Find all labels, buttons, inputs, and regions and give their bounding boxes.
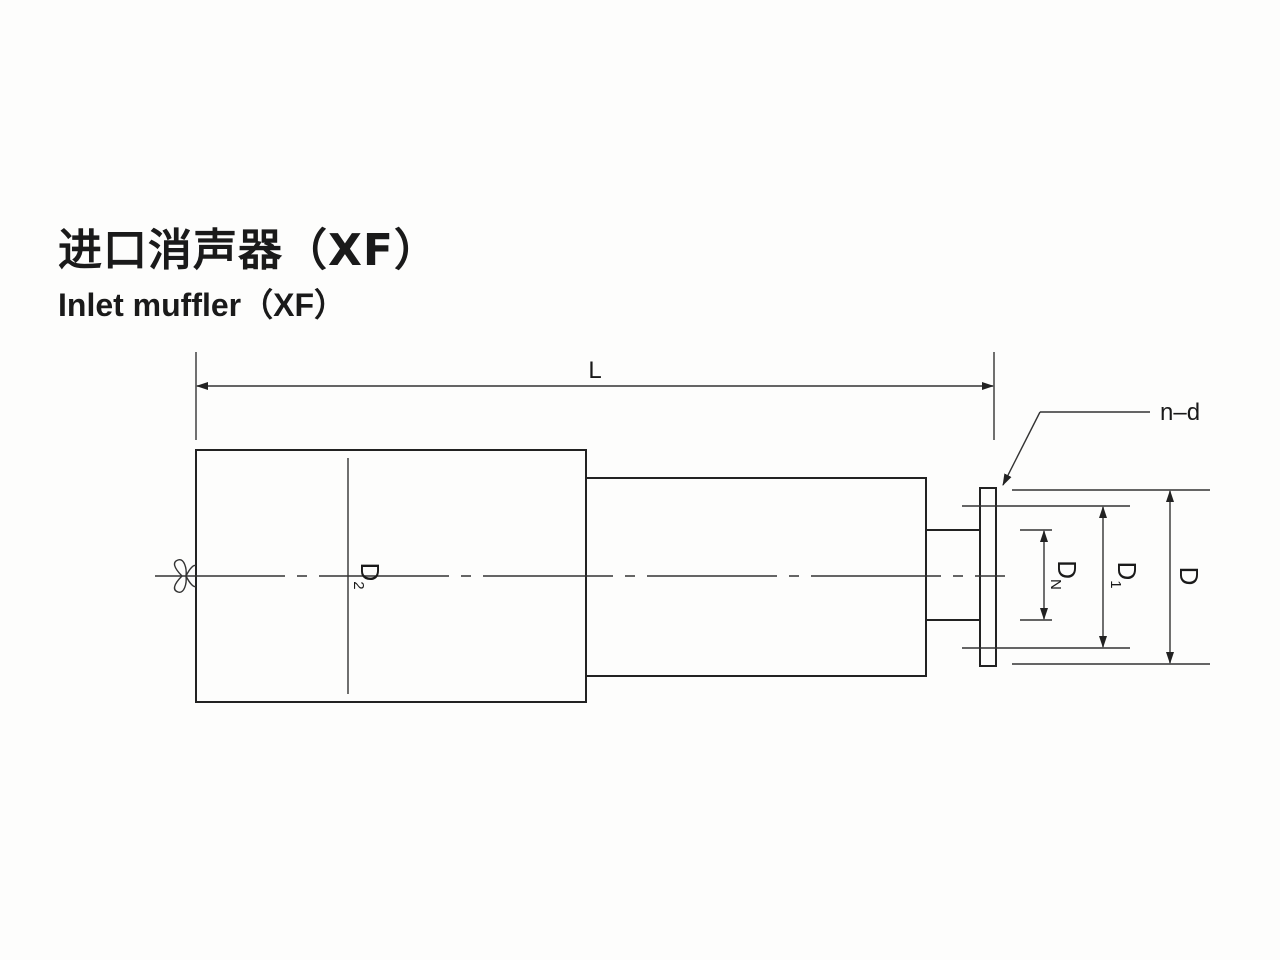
body-diameter-label-base: D [355, 562, 385, 581]
bolt-circle-diameter-label-sub: 1 [1107, 580, 1124, 588]
body-diameter-label: D2 [350, 562, 385, 589]
bolt-holes-leader-arrow [1002, 411, 1041, 486]
nominal-diameter-label: DN [1047, 560, 1082, 590]
length-label: L [588, 357, 601, 384]
body-diameter-label-sub: 2 [350, 581, 367, 589]
pipe-section [585, 477, 927, 677]
flange-outer-diameter-label: D [1174, 567, 1204, 586]
wing-nut-icon [173, 559, 197, 593]
bolt-circle-diameter-label: D1 [1107, 561, 1142, 588]
nominal-diameter-label-sub: N [1047, 579, 1064, 590]
title-english: Inlet muffler（XF） [58, 287, 347, 323]
title-chinese: 进口消声器（XF） [58, 225, 439, 276]
bolt-holes-label: n–d [1160, 399, 1200, 426]
bolt-circle-diameter-label-base: D [1112, 561, 1142, 580]
nominal-diameter-label-base: D [1052, 560, 1082, 579]
flange-plate [979, 487, 997, 667]
